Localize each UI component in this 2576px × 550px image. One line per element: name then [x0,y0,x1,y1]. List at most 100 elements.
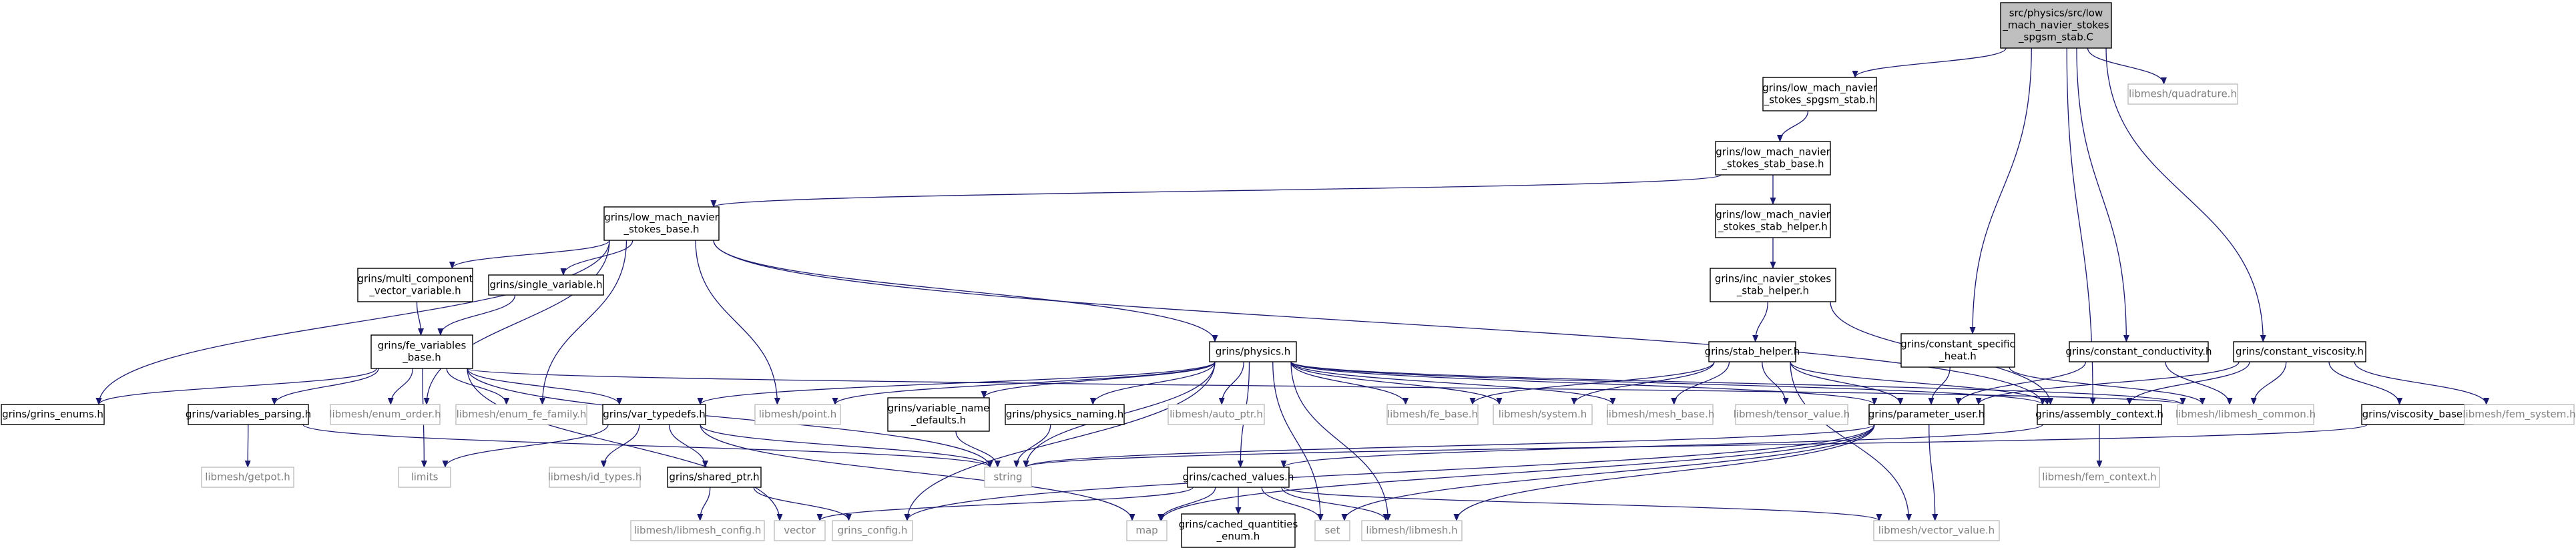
node-vars-parsing[interactable]: grins/variables_parsing.h [186,404,311,425]
edge-cached-values-to-vector [816,487,1194,521]
node-param-user[interactable]: grins/parameter_user.h [1868,404,1985,425]
edge-physics-to-physics-naming [1089,361,1216,405]
node-inc-stab-helper[interactable]: grins/inc_navier_stokes_stab_helper.h [1710,268,1836,302]
node-box [201,467,294,488]
node-label-line: grins/low_mach_navier [604,212,719,224]
node-box [1735,404,1848,425]
node-box [2361,404,2473,425]
node-point: libmesh/point.h [754,404,841,425]
edge-stab-helper-to-tensor-value [1762,361,1789,405]
node-label-line: set [1325,525,1340,537]
node-label-line: grins/low_mach_navier [1762,82,1877,95]
node-physics[interactable]: grins/physics.h [1209,341,1297,362]
edge-const-heat-to-libmesh-common [2009,366,2206,405]
node-label-line: libmesh/getpot.h [205,471,290,483]
edge-fe-vars-to-var-typedefs [467,368,623,405]
node-label-line: libmesh/fem_system.h [2463,408,2575,421]
edge-assembly-ctx-to-cached-values [1280,424,2043,468]
node-visc-base[interactable]: grins/viscosity_base.h [2361,404,2473,425]
edge-stab-base-to-lm-base [711,174,1722,208]
node-box [1715,204,1831,238]
edge-param-user-to-string [1023,424,1875,468]
node-multi-comp[interactable]: grins/multi_component_vector_variable.h [357,268,473,302]
node-fe-base: libmesh/fe_base.h [1386,404,1479,425]
dependency-edges [95,47,2490,521]
node-set: set [1314,520,1350,541]
node-box [2127,83,2238,105]
edge-var-typedefs-to-shared-ptr [668,424,708,468]
node-label-line: _heat.h [1939,350,1977,363]
edge-physics-to-system [1290,361,1503,405]
node-fem-system: libmesh/fem_system.h [2463,404,2576,425]
edge-physics-to-assembly-ctx [1290,361,2046,405]
edge-physics-to-mesh-base [1290,361,1616,405]
node-cached-enum[interactable]: grins/cached_quantities_enum.h [1179,513,1298,548]
node-assembly-ctx[interactable]: grins/assembly_context.h [2035,404,2163,425]
node-stab-helper[interactable]: grins/stab_helper.h [1705,341,1800,362]
node-box [1715,141,1831,176]
edge-root-to-quadrature [2087,47,2167,85]
edge-const-cond-to-param-user [1955,361,2087,405]
node-var-name-defaults[interactable]: grins/variable_name_defaults.h [887,397,990,432]
node-label-line: _base.h [402,352,441,364]
edge-fe-vars-to-enum-order [387,368,413,405]
node-label-line: grins/constant_specific [1900,338,2015,351]
node-const-visc[interactable]: grins/constant_viscosity.h [2233,341,2366,362]
edge-root-to-const-cond [2076,47,2129,342]
node-const-heat[interactable]: grins/constant_specific_heat.h [1900,333,2015,368]
node-box [188,404,309,425]
edge-const-visc-to-visc-base [2328,361,2403,405]
node-label-line: libmesh/quadrature.h [2129,88,2237,100]
node-grins-enums[interactable]: grins/grins_enums.h [1,404,105,425]
edge-shared-ptr-to-libmesh-config [697,487,711,521]
edge-const-visc-to-param-user [1975,361,2240,405]
node-lm-base[interactable]: grins/low_mach_navier_stokes_base.h [603,206,720,241]
edge-root-to-assembly-ctx [2066,47,2096,405]
node-box [398,467,451,488]
node-stab-helper-lm[interactable]: grins/low_mach_navier_stokes_stab_helper… [1715,204,1831,238]
node-label-line: grins/cached_quantities [1179,519,1298,531]
edge-physics-to-grins-config [904,361,1216,521]
node-var-typedefs[interactable]: grins/var_typedefs.h [602,404,706,425]
node-const-cond[interactable]: grins/constant_conductivity.h [2065,341,2212,362]
node-box [630,520,765,541]
edge-spgsm-h-to-stab-base [1777,110,1809,142]
node-label-line: grins/cached_values.h [1183,471,1294,484]
node-box [370,334,473,369]
node-physics-naming[interactable]: grins/physics_naming.h [1005,404,1125,425]
node-box [1005,404,1125,425]
node-quadrature: libmesh/quadrature.h [2127,83,2238,105]
node-shared-ptr[interactable]: grins/shared_ptr.h [667,467,762,488]
node-label-line: _stab_helper.h [1736,285,1809,298]
node-fe-vars[interactable]: grins/fe_variables_base.h [370,334,473,369]
node-box [1607,404,1714,425]
edge-physics-to-fe-base [1290,361,1409,405]
node-root[interactable]: src/physics/src/low_mach_navier_stokes_s… [2000,2,2112,49]
node-getpot: libmesh/getpot.h [201,467,294,488]
node-spgsm-h[interactable]: grins/low_mach_navier_stokes_spgsm_stab.… [1762,77,1878,111]
node-vector: vector [774,520,826,541]
edge-const-cond-to-libmesh-common [2165,361,2233,405]
edge-lm-base-to-enum-order [423,240,610,405]
node-box [2000,2,2112,49]
node-box [603,206,720,241]
edge-param-user-to-vector-value [1928,424,1939,521]
edge-fe-vars-to-enum-fe-family [446,368,510,405]
edge-lm-base-to-enum-fe-family [539,240,627,405]
edge-root-to-const-visc [2105,47,2266,342]
node-label-line: _stokes_base.h [623,224,699,236]
node-box [1868,404,1985,425]
node-single-var[interactable]: grins/single_variable.h [488,274,604,296]
edge-lm-base-to-multi-comp [449,240,610,269]
edge-stab-helper-to-fe-base [1469,361,1715,405]
edge-physics-to-libmesh-h [1290,361,1391,521]
node-box [774,520,826,541]
node-cached-values[interactable]: grins/cached_values.h [1183,467,1294,488]
node-stab-base[interactable]: grins/low_mach_navier_stokes_stab_base.h [1715,141,1831,176]
node-label-line: grins/variable_name [888,402,990,415]
edge-const-visc-to-fem-system [2354,361,2490,405]
edge-cached-values-to-vector-value [1283,487,1882,521]
node-label-line: grins/low_mach_navier [1716,146,1830,159]
node-auto-ptr: libmesh/auto_ptr.h [1168,404,1265,425]
edge-visc-base-to-string [1023,424,2368,468]
